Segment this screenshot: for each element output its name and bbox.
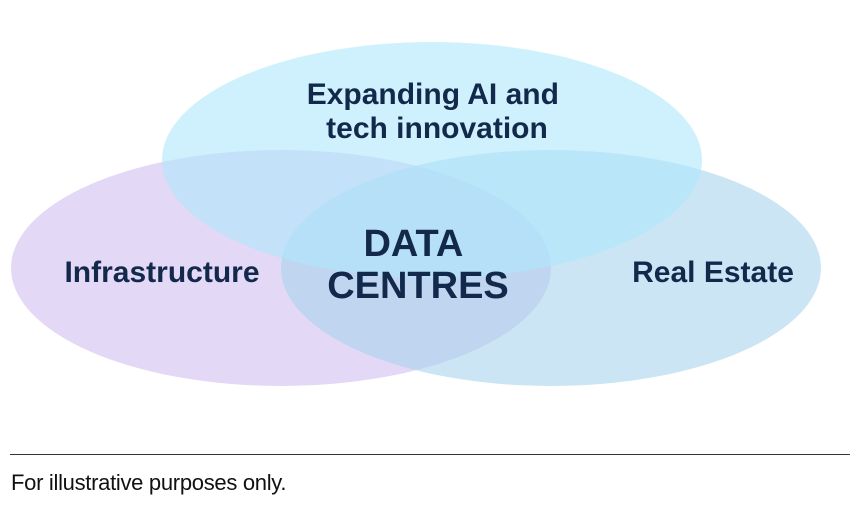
- footnote-divider: [10, 454, 850, 455]
- label-data-centres-line-2: CENTRES: [327, 265, 509, 307]
- label-data-centres-line-1: DATA: [363, 223, 462, 265]
- footnote: For illustrative purposes only.: [11, 470, 287, 495]
- label-infrastructure: Infrastructure: [64, 256, 259, 289]
- label-ai-tech-line-1: Expanding AI and: [307, 78, 559, 111]
- label-data-centres: DATA CENTRES: [327, 223, 509, 307]
- label-ai-tech: Expanding AI and tech innovation: [307, 78, 568, 145]
- venn-diagram: Expanding AI and tech innovation Infrast…: [11, 42, 821, 386]
- label-ai-tech-line-2: tech innovation: [326, 112, 548, 145]
- label-infrastructure-line-1: Infrastructure: [64, 256, 259, 289]
- ellipse-ai-tech: [162, 42, 702, 278]
- label-real-estate-line-1: Real Estate: [632, 256, 794, 289]
- label-real-estate: Real Estate: [632, 256, 794, 289]
